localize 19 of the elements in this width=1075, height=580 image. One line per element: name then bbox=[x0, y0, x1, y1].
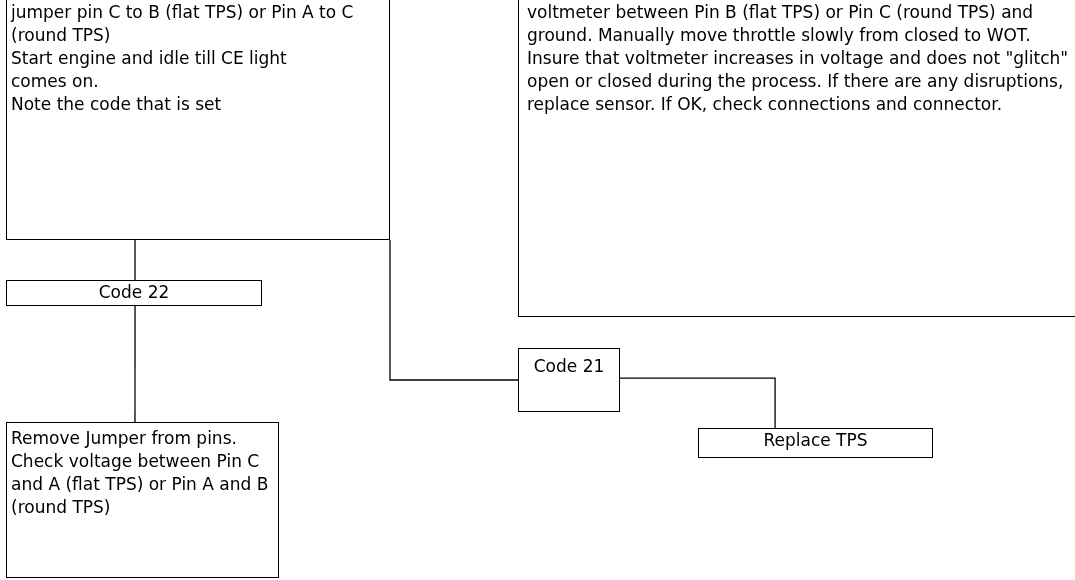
connector-line bbox=[134, 305, 136, 423]
box-text: Start engine and idle till CE light bbox=[11, 47, 288, 70]
box-text: Replace TPS bbox=[762, 429, 869, 452]
box-text: comes on. bbox=[11, 70, 100, 93]
box-text: jumper pin C to B (flat TPS) or Pin A to C (round TPS) bbox=[11, 1, 355, 47]
connector-line bbox=[134, 239, 136, 281]
process-box bbox=[6, 0, 390, 240]
box-text: Code 22 bbox=[97, 281, 171, 304]
process-box bbox=[698, 428, 933, 458]
process-box bbox=[518, 348, 620, 412]
box-text: Code 21 bbox=[532, 355, 606, 378]
connector-line bbox=[619, 377, 776, 429]
box-text: Remove Jumper from pins. Check voltage between Pin C and A (flat TPS) or Pin A and B (round TPS) bbox=[11, 427, 270, 519]
box-text: Note the code that is set bbox=[11, 93, 223, 116]
process-box bbox=[6, 280, 262, 306]
process-box bbox=[518, 0, 1075, 317]
process-box bbox=[6, 422, 279, 578]
box-text: voltmeter between Pin B (flat TPS) or Pin C (round TPS) and ground. Manually move throttle slowly from closed to WOT. Insure that voltmeter increases in voltage and does not "glitch" open or closed during the process. If there are any disruptions, replace sensor. If OK, check connections and connector. bbox=[527, 1, 1070, 116]
connector-line bbox=[389, 239, 519, 381]
